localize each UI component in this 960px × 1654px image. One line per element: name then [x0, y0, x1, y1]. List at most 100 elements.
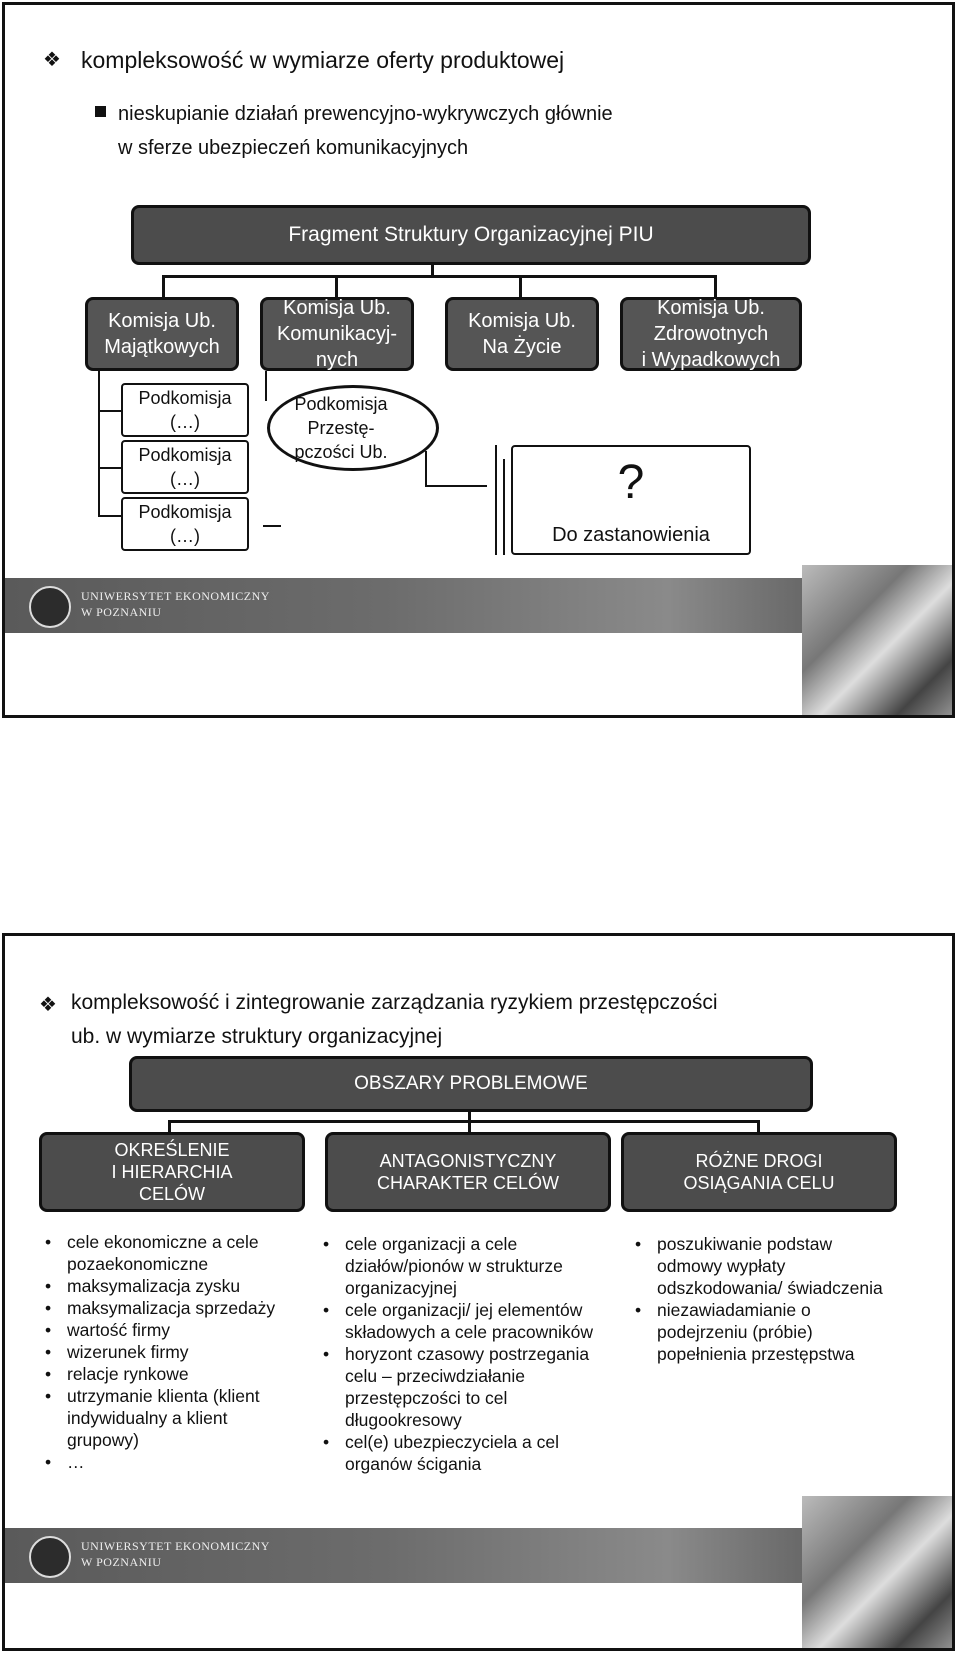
diamond-bullet-icon: ❖	[43, 47, 61, 71]
list-item: niezawiadamianie o podejrzeniu (próbie) …	[631, 1299, 901, 1365]
sub-bullet-line-1: nieskupianie działań prewencyjno-wykrywc…	[118, 103, 613, 125]
slide2-main-bullet: kompleksowość i zintegrowanie zarządzani…	[71, 986, 718, 1054]
commission-line: Zdrowotnych	[653, 323, 769, 345]
structure-title-box: Fragment Struktury Organizacyjnej PIU	[131, 205, 811, 265]
slide1-sub-bullet: nieskupianie działań prewencyjno-wykrywc…	[118, 97, 613, 165]
connector	[468, 1110, 471, 1122]
connector	[757, 1120, 760, 1134]
subcommission-line: Podkomisja	[138, 445, 232, 465]
bullet-line-2: ub. w wymiarze struktury organizacyjnej	[71, 1025, 443, 1048]
connector	[98, 467, 122, 469]
slide-2: ❖ kompleksowość i zintegrowanie zarządza…	[2, 933, 955, 1651]
commission-box-na-zycie: Komisja Ub. Na Życie	[445, 297, 599, 371]
area-title-line: OKREŚLENIE	[114, 1140, 230, 1160]
commission-line: Komunikacyj-	[276, 323, 398, 345]
connector	[468, 1120, 471, 1134]
bullet-line-1: kompleksowość i zintegrowanie zarządzani…	[71, 991, 718, 1014]
connector	[425, 451, 427, 487]
building-photo	[802, 1496, 952, 1648]
subcommission-box: Podkomisja (…)	[121, 383, 249, 437]
slide-1: ❖ kompleksowość w wymiarze oferty produk…	[2, 2, 955, 718]
university-logo-icon	[29, 1536, 71, 1578]
goals-list: cele ekonomiczne a cele pozaekonomiczne …	[41, 1231, 301, 1473]
area-title-line: CHARAKTER CELÓW	[376, 1173, 560, 1193]
subcommission-box: Podkomisja (…)	[121, 440, 249, 494]
footer-text: UNIWERSYTET EKONOMICZNY W POZNANIU	[81, 588, 270, 620]
list-item: cele ekonomiczne a cele pozaekonomiczne	[41, 1231, 301, 1275]
commission-line: Majątkowych	[104, 336, 220, 358]
connector	[162, 275, 165, 299]
commission-line: Komisja Ub.	[657, 297, 765, 319]
commission-line: Komisja Ub.	[283, 297, 391, 319]
area-title-line: RÓŻNE DROGI	[695, 1151, 823, 1171]
subcommission-box: Podkomisja (…)	[121, 497, 249, 551]
connector	[335, 275, 338, 299]
list-item: horyzont czasowy postrzegania celu – prz…	[319, 1343, 611, 1431]
area-title-line: I HIERARCHIA	[111, 1162, 233, 1182]
commission-line: Na Życie	[482, 336, 562, 358]
question-mark: ?	[617, 456, 645, 509]
subcommission-line: Podkomisja	[138, 502, 232, 522]
commission-line: Komisja Ub.	[468, 310, 576, 332]
commission-line: Komisja Ub.	[108, 310, 216, 332]
commission-line: nych	[315, 349, 359, 371]
footer-line: UNIWERSYTET EKONOMICZNY	[81, 589, 270, 603]
connector	[425, 485, 487, 487]
list-item: poszukiwanie podstaw odmowy wypłaty odsz…	[631, 1233, 901, 1299]
connector	[265, 371, 267, 401]
footer-line: W POZNANIU	[81, 605, 162, 619]
list-item: cel(e) ubezpieczyciela a cel organów ści…	[319, 1431, 611, 1475]
commission-line: i Wypadkowych	[641, 349, 781, 371]
connector	[714, 275, 717, 299]
list-item: utrzymanie klienta (klient indywidualny …	[41, 1385, 301, 1451]
connector	[519, 275, 522, 299]
problem-areas-box: OBSZARY PROBLEMOWE	[129, 1056, 813, 1112]
connector	[263, 525, 281, 527]
footer-bar: UNIWERSYTET EKONOMICZNY W POZNANIU	[5, 1528, 952, 1583]
subcommission-line: (…)	[169, 412, 200, 432]
commission-box-majatkowych: Komisja Ub. Majątkowych	[85, 297, 239, 371]
footer-text: UNIWERSYTET EKONOMICZNY W POZNANIU	[81, 1538, 270, 1570]
building-photo	[802, 565, 952, 715]
connector	[162, 275, 717, 278]
sub-bullet-line-2: w sferze ubezpieczeń komunikacyjnych	[118, 137, 469, 159]
subcommission-line: (…)	[169, 526, 200, 546]
list-item: wizerunek firmy	[41, 1341, 301, 1363]
commission-box-komunikacyjnych: Komisja Ub. Komunikacyj-nych	[260, 297, 414, 371]
connector	[431, 263, 434, 277]
connector	[98, 371, 100, 515]
question-box: ? Do zastanowienia	[511, 445, 751, 555]
footer-bar: UNIWERSYTET EKONOMICZNY W POZNANIU	[5, 578, 952, 633]
list-item: …	[41, 1451, 301, 1473]
connector	[98, 410, 122, 412]
highlight-ellipse	[267, 385, 439, 471]
list-item: wartość firmy	[41, 1319, 301, 1341]
university-logo-icon	[29, 586, 71, 628]
list-item: cele organizacji/ jej elementów składowy…	[319, 1299, 611, 1343]
footer-line: UNIWERSYTET EKONOMICZNY	[81, 1539, 270, 1553]
question-caption: Do zastanowienia	[552, 524, 710, 546]
connector	[503, 459, 505, 555]
subcommission-line: (…)	[169, 469, 200, 489]
list-item: cele organizacji a cele działów/pionów w…	[319, 1233, 611, 1299]
area-title-line: OSIĄGANIA CELU	[683, 1173, 835, 1193]
paths-list: poszukiwanie podstaw odmowy wypłaty odsz…	[631, 1233, 901, 1365]
list-item: maksymalizacja sprzedaży	[41, 1297, 301, 1319]
area-title-line: CELÓW	[138, 1184, 205, 1204]
connector	[168, 1120, 171, 1134]
subcommission-line: Podkomisja	[138, 388, 232, 408]
diamond-bullet-icon: ❖	[39, 992, 57, 1016]
connector	[98, 515, 122, 517]
antagonistic-list: cele organizacji a cele działów/pionów w…	[319, 1233, 611, 1475]
connector	[495, 445, 497, 555]
area-title-line: ANTAGONISTYCZNY	[379, 1151, 557, 1171]
commission-box-zdrowotnych: Komisja Ub. Zdrowotnych i Wypadkowych	[620, 297, 802, 371]
connector	[168, 1120, 760, 1123]
slide1-main-bullet: kompleksowość w wymiarze oferty produkto…	[81, 47, 565, 73]
square-bullet-icon	[95, 106, 106, 117]
list-item: relacje rynkowe	[41, 1363, 301, 1385]
list-item: maksymalizacja zysku	[41, 1275, 301, 1297]
